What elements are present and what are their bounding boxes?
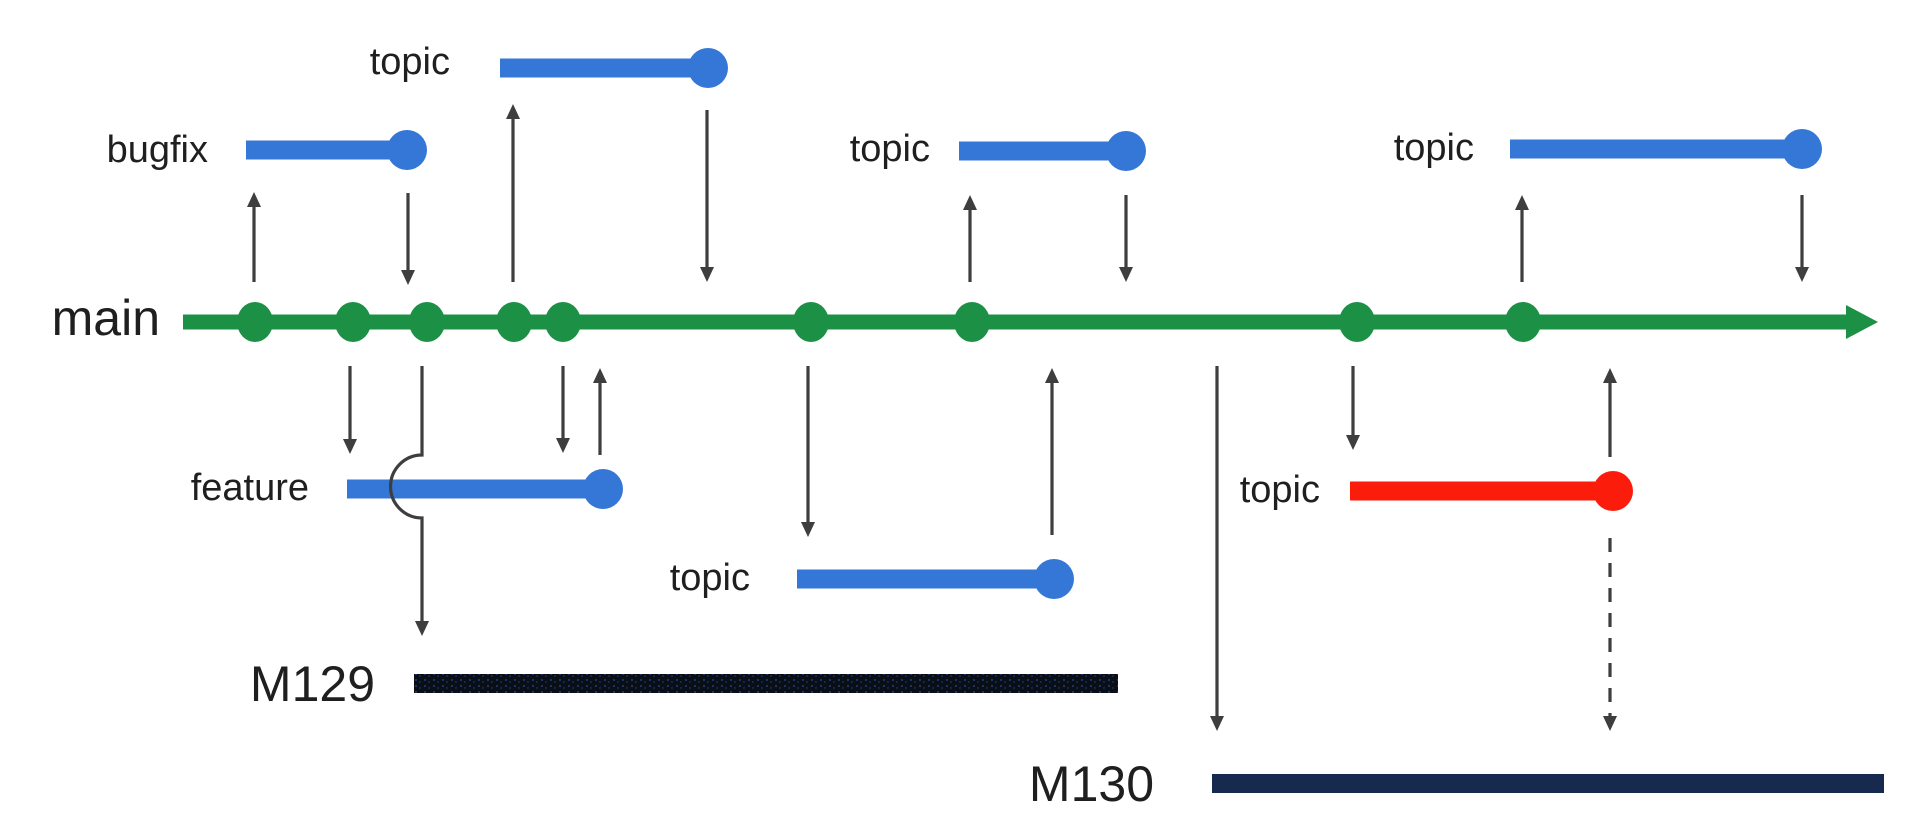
branch-topic-low: topic (670, 557, 1074, 599)
commit-dot (237, 302, 273, 342)
arrowhead-down (801, 522, 815, 537)
arrowhead-up (593, 368, 607, 383)
arrowhead-up (247, 192, 261, 207)
branch-bugfix: bugfix (107, 129, 427, 171)
topic-red-branch-label: topic (1240, 469, 1320, 511)
arrowhead-down (1210, 716, 1224, 731)
bugfix-branch-head (387, 130, 427, 170)
branch-topic-top: topic (370, 41, 728, 88)
milestone-m129-label: M129 (250, 656, 375, 712)
arrowhead-down (343, 439, 357, 454)
topic-low-branch-head (1034, 559, 1074, 599)
commit-dot (496, 302, 532, 342)
milestone-m130-bar (1212, 774, 1884, 793)
arrowhead-up (1045, 368, 1059, 383)
arrowhead-up (963, 195, 977, 210)
arrowhead-down (1795, 267, 1809, 282)
branch-topic-right: topic (1394, 127, 1822, 169)
milestone-m129-bar (414, 674, 1118, 693)
arrowhead-down (1119, 267, 1133, 282)
release-arrow-m129 (388, 366, 424, 621)
arrowhead-down (1346, 435, 1360, 450)
milestone-m130: M130 (1029, 756, 1884, 812)
feature-branch-label: feature (191, 467, 309, 509)
arrowhead-down (401, 270, 415, 285)
commit-dot (335, 302, 371, 342)
topic-low-branch-label: topic (670, 557, 750, 599)
commit-dot (409, 302, 445, 342)
topic-mid-branch-head (1106, 131, 1146, 171)
commit-dot (793, 302, 829, 342)
topic-red-branch-head (1593, 471, 1633, 511)
arrows-above-main (247, 104, 1809, 285)
topic-right-branch-label: topic (1394, 127, 1474, 169)
branch-topic-mid: topic (850, 128, 1146, 171)
topic-mid-branch-label: topic (850, 128, 930, 170)
branch-feature: feature (191, 467, 623, 509)
commit-dot (545, 302, 581, 342)
bugfix-branch-label: bugfix (107, 129, 208, 171)
arrows-below-main (343, 366, 1617, 731)
commit-dot (1339, 302, 1375, 342)
arrowhead-up (1603, 368, 1617, 383)
arrowhead-up (1515, 195, 1529, 210)
arrowhead-down (556, 438, 570, 453)
commit-dot (954, 302, 990, 342)
commit-dot (1505, 302, 1541, 342)
main-branch-label: main (52, 290, 160, 346)
main-branch-arrowhead (1846, 305, 1878, 339)
feature-branch-head (583, 469, 623, 509)
arrowhead-up (506, 104, 520, 119)
topic-right-branch-head (1782, 129, 1822, 169)
milestone-m130-label: M130 (1029, 756, 1154, 812)
main-branch: main (52, 290, 1878, 346)
topic-top-branch-label: topic (370, 41, 450, 83)
arrowhead-down (1603, 716, 1617, 731)
milestone-m129: M129 (250, 656, 1118, 712)
topic-top-branch-head (688, 48, 728, 88)
arrowhead-down (700, 267, 714, 282)
arrowhead-down (415, 621, 429, 636)
branch-topic-red: topic (1240, 469, 1633, 511)
